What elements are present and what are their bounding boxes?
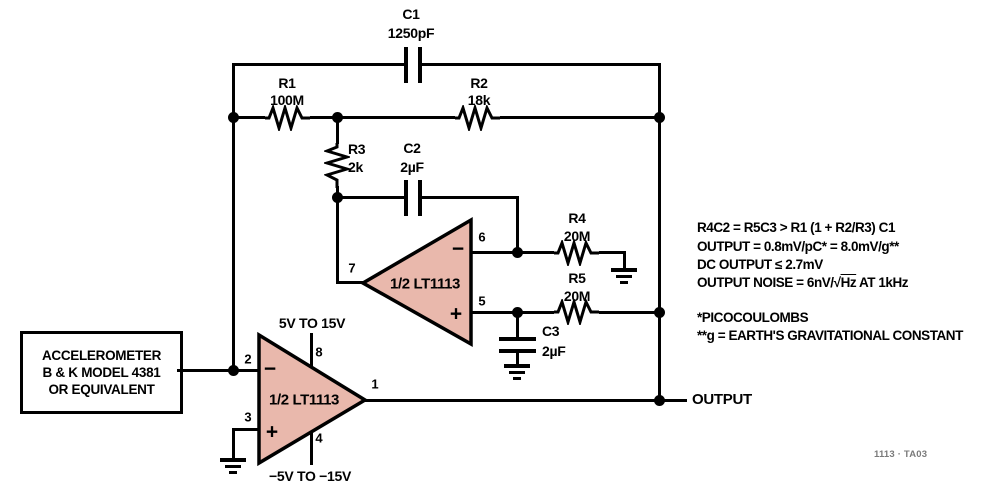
- wire-pin5-b: [599, 311, 661, 314]
- wire-c2-b: [421, 196, 519, 199]
- pin-number-6: 6: [478, 229, 486, 245]
- label-positive-supply: 5V TO 15V: [278, 315, 346, 331]
- wire-r1r2-c: [500, 116, 661, 119]
- label-r2-value: 18k: [467, 92, 491, 108]
- wire-pin7: [336, 281, 366, 284]
- wire-c2-drop: [516, 196, 519, 254]
- pin-number-2: 2: [244, 351, 252, 367]
- wire-pin8-stem: [310, 333, 313, 368]
- label-r3-ref: R3: [348, 141, 366, 157]
- opamp-upper-triangle: [360, 216, 473, 347]
- note-design-equation: R4C2 = R5C3 > R1 (1 + R2/R3) C1: [697, 220, 896, 235]
- junction-dot: [512, 247, 523, 258]
- junction-dot: [228, 365, 239, 376]
- opamp-lower-triangle: [257, 331, 369, 467]
- junction-dot: [654, 112, 665, 123]
- wire-accelerometer: [177, 369, 259, 372]
- wire-c3-drop: [516, 311, 519, 338]
- label-r1-value: 100M: [270, 92, 304, 108]
- wire-output: [365, 399, 687, 402]
- wire-top-left: [232, 63, 405, 66]
- pin-number-7: 7: [348, 260, 356, 276]
- note-noise-prefix: OUTPUT NOISE = 6nV/√: [697, 275, 841, 290]
- label-c1-ref: C1: [402, 6, 420, 22]
- opamp-upper-noninverting-sign: +: [449, 302, 463, 326]
- ground-symbol-c3: [504, 364, 530, 380]
- pin-number-3: 3: [244, 409, 252, 425]
- junction-dot: [332, 112, 343, 123]
- resistor-r5-symbol: [554, 299, 599, 325]
- wire-r1r2-b: [310, 116, 455, 119]
- label-negative-supply: −5V TO −15V: [268, 468, 352, 484]
- wire-r4-ground-drop: [623, 251, 626, 268]
- capacitor-c2-plate: [404, 180, 408, 216]
- opamp-upper-label: 1/2 LT1113: [390, 275, 460, 293]
- wire-r1r2-a: [232, 116, 265, 119]
- accelerometer-box-line1: ACCELEROMETER: [41, 348, 162, 363]
- wire-pin4-stem: [310, 432, 313, 465]
- note-footnote-gravitational: **g = EARTH'S GRAVITATIONAL CONSTANT: [697, 328, 963, 343]
- label-c2-ref: C2: [403, 140, 421, 156]
- capacitor-c3-plate: [499, 349, 536, 353]
- rail-right: [658, 63, 661, 402]
- pin-number-5: 5: [478, 293, 486, 309]
- figure-id: 1113 · TA03: [874, 449, 928, 460]
- accelerometer-box-line2: B & K MODEL 4381: [42, 365, 161, 380]
- pin-number-8: 8: [315, 344, 323, 360]
- note-noise-overline: Hz: [840, 275, 857, 290]
- label-r5-ref: R5: [568, 270, 586, 286]
- opamp-lower-label: 1/2 LT1113: [269, 391, 339, 409]
- pin-number-1: 1: [371, 376, 379, 392]
- label-r4-value: 20M: [563, 228, 591, 244]
- junction-dot: [332, 192, 343, 203]
- resistor-r4-symbol: [554, 240, 599, 266]
- junction-dot: [512, 307, 523, 318]
- note-noise-suffix: AT 1kHz: [856, 275, 909, 290]
- note-output-gain: OUTPUT = 0.8mV/pC* = 8.0mV/g**: [697, 239, 899, 254]
- label-c1-value: 1250pF: [387, 25, 435, 41]
- capacitor-c3-plate: [499, 337, 536, 341]
- ground-symbol-pin3: [220, 458, 246, 474]
- junction-dot: [654, 395, 665, 406]
- wire-pin3: [232, 428, 260, 431]
- wire-c2-a: [336, 196, 405, 199]
- label-c2-value: 2µF: [400, 159, 424, 175]
- accelerometer-box-line3: OR EQUIVALENT: [48, 382, 155, 397]
- pin-number-4: 4: [315, 430, 323, 446]
- wire-top-right: [421, 63, 661, 66]
- label-r4-ref: R4: [568, 210, 586, 226]
- label-r1-ref: R1: [278, 75, 296, 91]
- accelerometer-box: ACCELEROMETER B & K MODEL 4381 OR EQUIVA…: [20, 331, 183, 414]
- label-c3-value: 2µF: [542, 343, 566, 359]
- label-r2-ref: R2: [470, 75, 488, 91]
- wire-pin3-ground-drop: [232, 428, 235, 458]
- output-label: OUTPUT: [692, 391, 752, 408]
- capacitor-c1-plate: [404, 47, 408, 83]
- resistor-r1-symbol: [265, 105, 310, 131]
- note-output-noise: OUTPUT NOISE = 6nV/√Hz AT 1kHz: [697, 275, 909, 291]
- note-footnote-picocoulombs: *PICOCOULOMBS: [697, 310, 809, 325]
- opamp-upper-inverting-sign: −: [451, 237, 465, 261]
- label-r3-value: 2k: [348, 159, 363, 175]
- rail-left: [232, 63, 235, 372]
- junction-dot: [228, 112, 239, 123]
- capacitor-c2-plate: [418, 180, 422, 216]
- resistor-r3-symbol: [324, 143, 350, 188]
- label-c3-ref: C3: [542, 323, 560, 339]
- junction-dot: [654, 307, 665, 318]
- opamp-lower-inverting-sign: −: [263, 357, 277, 381]
- label-r5-value: 20M: [563, 288, 591, 304]
- wire-r3-stem-top: [336, 116, 339, 144]
- ground-symbol-r4: [611, 268, 637, 284]
- wire-c3-stem: [516, 353, 519, 364]
- opamp-lower-noninverting-sign: +: [265, 420, 279, 444]
- wire-pin6-b: [599, 251, 626, 254]
- note-dc-output: DC OUTPUT ≤ 2.7mV: [697, 257, 823, 272]
- wire-r3-to-pin7: [336, 196, 339, 284]
- resistor-r2-symbol: [455, 105, 500, 131]
- capacitor-c1-plate: [418, 47, 422, 83]
